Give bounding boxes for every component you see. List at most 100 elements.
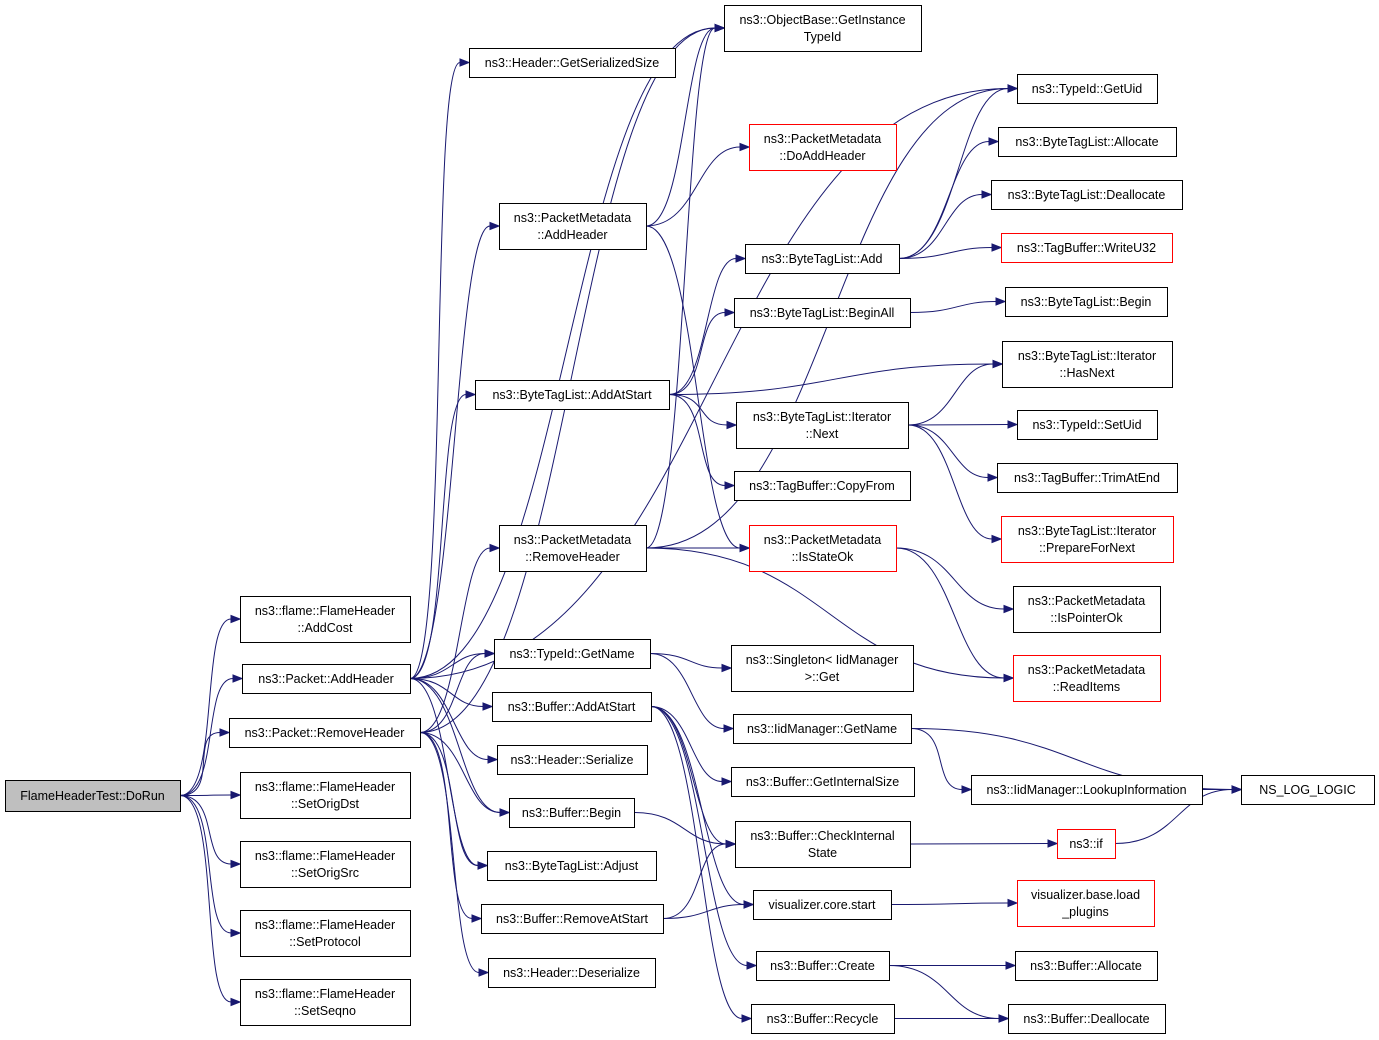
node-label: ::SetProtocol: [289, 935, 361, 949]
node-box: [229, 718, 421, 748]
node-label: ns3::flame::FlameHeader: [255, 987, 395, 1001]
edge-pkt_removeheader-to-pm_removeheader: [419, 543, 501, 733]
edge-btl_addatstart-to-btl_add: [668, 254, 747, 395]
node-label: ns3::Buffer::Create: [770, 959, 875, 973]
node-buf_addatstart[interactable]: ns3::Buffer::AddAtStart: [492, 692, 652, 722]
node-buf_removeatstart[interactable]: ns3::Buffer::RemoveAtStart: [481, 904, 664, 934]
node-setorigsrc[interactable]: ns3::flame::FlameHeader::SetOrigSrc: [240, 841, 411, 888]
node-label: ::SetOrigSrc: [291, 866, 359, 880]
node-box: [751, 1004, 895, 1034]
node-pm_addheader[interactable]: ns3::PacketMetadata::AddHeader: [499, 203, 647, 250]
node-label: ns3::PacketMetadata: [764, 132, 881, 146]
node-label: ns3::ObjectBase::GetInstance: [739, 13, 905, 27]
node-buf_deallocate[interactable]: ns3::Buffer::Deallocate: [1008, 1004, 1166, 1034]
edge-btl_addatstart-to-btl_iter_next: [668, 394, 738, 430]
edge-pkt_removeheader-to-hdr_deserialize: [419, 732, 490, 977]
node-typeid_getname[interactable]: ns3::TypeId::GetName: [494, 639, 651, 669]
node-dorun[interactable]: FlameHeaderTest::DoRun: [5, 780, 181, 812]
node-btl_beginall[interactable]: ns3::ByteTagList::BeginAll: [734, 298, 911, 328]
node-box: [1001, 516, 1174, 563]
node-btl_deallocate[interactable]: ns3::ByteTagList::Deallocate: [991, 180, 1183, 210]
node-label: ns3::ByteTagList::Deallocate: [1008, 188, 1166, 202]
node-tagbuf_writeu32[interactable]: ns3::TagBuffer::WriteU32: [1001, 233, 1173, 263]
node-box: [1008, 1004, 1166, 1034]
edges-layer: [179, 23, 1243, 1023]
node-iid_getname[interactable]: ns3::IidManager::GetName: [733, 714, 912, 744]
node-box: [1005, 287, 1168, 317]
node-btl_begin[interactable]: ns3::ByteTagList::Begin: [1005, 287, 1168, 317]
node-btl_iter_next[interactable]: ns3::ByteTagList::Iterator::Next: [736, 402, 909, 449]
node-typeid_getuid[interactable]: ns3::TypeId::GetUid: [1017, 74, 1158, 104]
node-box: [1001, 233, 1173, 263]
node-pm_removeheader[interactable]: ns3::PacketMetadata::RemoveHeader: [499, 525, 647, 572]
node-ns3_if[interactable]: ns3::if: [1057, 829, 1116, 859]
node-viz_core_start[interactable]: visualizer.core.start: [753, 890, 892, 920]
node-buf_allocate[interactable]: ns3::Buffer::Allocate: [1015, 951, 1158, 981]
edge-btl_add-to-btl_deallocate: [898, 190, 993, 259]
edge-pkt_addheader-to-btl_adjust: [409, 678, 489, 870]
node-box: [242, 664, 411, 694]
node-label: ns3::PacketMetadata: [764, 533, 881, 547]
node-pm_readitems[interactable]: ns3::PacketMetadata::ReadItems: [1013, 655, 1161, 702]
node-box: [469, 48, 676, 78]
node-label: ::IsStateOk: [792, 550, 855, 564]
node-box: [1241, 775, 1375, 805]
node-iid_lookupinfo[interactable]: ns3::IidManager::LookupInformation: [971, 775, 1203, 805]
edge-dorun-to-pkt_removeheader: [179, 728, 231, 796]
node-pm_ispointerok[interactable]: ns3::PacketMetadata::IsPointerOk: [1013, 586, 1161, 633]
node-singleton_get[interactable]: ns3::Singleton< IidManager>::Get: [731, 645, 914, 692]
node-label: ::AddHeader: [537, 228, 607, 242]
node-buf_create[interactable]: ns3::Buffer::Create: [756, 951, 890, 981]
node-label: ns3::Header::Serialize: [511, 753, 634, 767]
edge-pkt_removeheader-to-btl_adjust: [419, 732, 489, 870]
node-box: [1002, 341, 1173, 388]
node-pm_isstateok[interactable]: ns3::PacketMetadata::IsStateOk: [749, 525, 897, 572]
node-setorigdst[interactable]: ns3::flame::FlameHeader::SetOrigDst: [240, 772, 411, 819]
node-box: [240, 596, 411, 643]
edge-viz_core_start-to-viz_base_load: [890, 898, 1019, 908]
node-pkt_removeheader[interactable]: ns3::Packet::RemoveHeader: [229, 718, 421, 748]
node-hdr_getsersize[interactable]: ns3::Header::GetSerializedSize: [469, 48, 676, 78]
nodes-layer: FlameHeaderTest::DoRunns3::flame::FlameH…: [5, 5, 1375, 1034]
node-box: [731, 767, 915, 797]
node-box: [1013, 586, 1161, 633]
node-buf_begin[interactable]: ns3::Buffer::Begin: [509, 798, 635, 828]
node-setseqno[interactable]: ns3::flame::FlameHeader::SetSeqno: [240, 979, 411, 1026]
edge-pm_isstateok-to-pm_readitems: [895, 547, 1015, 683]
edge-pkt_addheader-to-hdr_serialize: [409, 678, 499, 764]
node-btl_allocate[interactable]: ns3::ByteTagList::Allocate: [998, 127, 1177, 157]
node-box: [753, 890, 892, 920]
node-box: [998, 127, 1177, 157]
node-typeid_setuid[interactable]: ns3::TypeId::SetUid: [1017, 410, 1158, 440]
node-viz_base_load[interactable]: visualizer.base.load_plugins: [1017, 880, 1155, 927]
node-btl_addatstart[interactable]: ns3::ByteTagList::AddAtStart: [475, 380, 670, 410]
node-box: [487, 851, 657, 881]
node-buf_recycle[interactable]: ns3::Buffer::Recycle: [751, 1004, 895, 1034]
node-btl_add[interactable]: ns3::ByteTagList::Add: [745, 244, 900, 274]
node-hdr_serialize[interactable]: ns3::Header::Serialize: [497, 745, 648, 775]
node-setprotocol[interactable]: ns3::flame::FlameHeader::SetProtocol: [240, 910, 411, 957]
node-label: ::AddCost: [298, 621, 353, 635]
node-tagbuf_copyfrom[interactable]: ns3::TagBuffer::CopyFrom: [734, 471, 911, 501]
node-label: ::SetSeqno: [294, 1004, 356, 1018]
node-box: [1015, 951, 1158, 981]
node-pkt_addheader[interactable]: ns3::Packet::AddHeader: [242, 664, 411, 694]
node-addcost[interactable]: ns3::flame::FlameHeader::AddCost: [240, 596, 411, 643]
node-buf_getinternalsize[interactable]: ns3::Buffer::GetInternalSize: [731, 767, 915, 797]
node-label: ns3::Packet::RemoveHeader: [245, 726, 405, 740]
node-label: ns3::TypeId::GetName: [509, 647, 634, 661]
node-box: [1013, 655, 1161, 702]
node-hdr_deserialize[interactable]: ns3::Header::Deserialize: [488, 958, 656, 988]
node-btl_iter_hasnext[interactable]: ns3::ByteTagList::Iterator::HasNext: [1002, 341, 1173, 388]
node-pm_doaddheader[interactable]: ns3::PacketMetadata::DoAddHeader: [749, 124, 897, 171]
node-btl_iter_prepare[interactable]: ns3::ByteTagList::Iterator::PrepareForNe…: [1001, 516, 1174, 563]
node-label: ns3::flame::FlameHeader: [255, 780, 395, 794]
node-btl_adjust[interactable]: ns3::ByteTagList::Adjust: [487, 851, 657, 881]
node-tagbuf_trimatend[interactable]: ns3::TagBuffer::TrimAtEnd: [997, 463, 1178, 493]
node-ns_log_logic[interactable]: NS_LOG_LOGIC: [1241, 775, 1375, 805]
edge-btl_add-to-btl_allocate: [898, 137, 1000, 259]
node-label: ns3::IidManager::LookupInformation: [986, 783, 1186, 797]
node-box: [240, 979, 411, 1026]
